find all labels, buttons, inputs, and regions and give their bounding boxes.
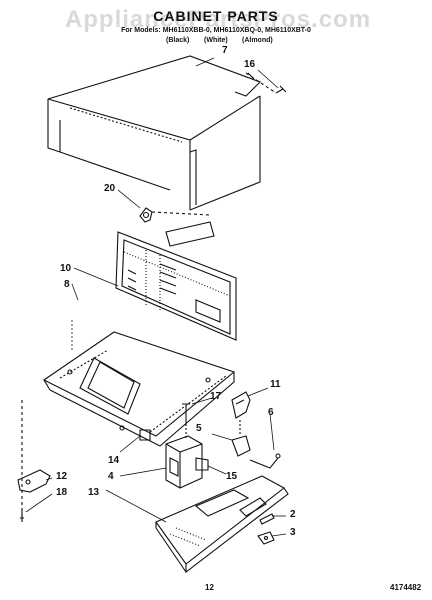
callout-20: 20: [104, 183, 116, 194]
callout-16: 16: [244, 59, 256, 70]
base-plate: [44, 332, 234, 446]
callout-15: 15: [226, 471, 238, 482]
callout-14: 14: [108, 455, 120, 466]
screw-16: [246, 73, 286, 93]
leader-lines: [26, 58, 286, 536]
callout-8: 8: [64, 279, 70, 290]
leg-bracket: [18, 400, 50, 522]
callout-10: 10: [60, 263, 72, 274]
models-line: For Models: MH6110XBB-0, MH6110XBQ-0, MH…: [121, 27, 311, 34]
callout-4: 4: [108, 471, 114, 482]
cabinet-wrapper: [48, 56, 260, 210]
variant-white: (White): [204, 37, 228, 44]
small-parts-2-3: [258, 514, 274, 544]
diode-6: [250, 454, 280, 468]
callout-6: 6: [268, 407, 274, 418]
callout-18: 18: [56, 487, 68, 498]
callout-2: 2: [290, 509, 296, 520]
transformer: [166, 436, 208, 488]
callout-13: 13: [88, 487, 100, 498]
screw-17: [182, 404, 190, 440]
callout-5: 5: [196, 423, 202, 434]
base-pan: [156, 476, 288, 572]
callout-17: 17: [210, 391, 222, 402]
rear-panel: [116, 232, 236, 340]
watermark: AppliancePartsPros.com: [64, 6, 372, 33]
document-number: 4174482: [390, 583, 422, 592]
callout-7: 7: [222, 45, 228, 56]
capacitor-bracket: [232, 392, 250, 456]
callout-3: 3: [290, 527, 296, 538]
variant-almond: (Almond): [242, 37, 273, 44]
page-title: CABINET PARTS: [153, 8, 279, 24]
variant-black: (Black): [166, 37, 190, 44]
clip-20: [140, 208, 214, 246]
page-number: 12: [205, 583, 214, 592]
spacer-14: [140, 430, 150, 440]
callout-12: 12: [56, 471, 68, 482]
callout-11: 11: [270, 379, 281, 390]
